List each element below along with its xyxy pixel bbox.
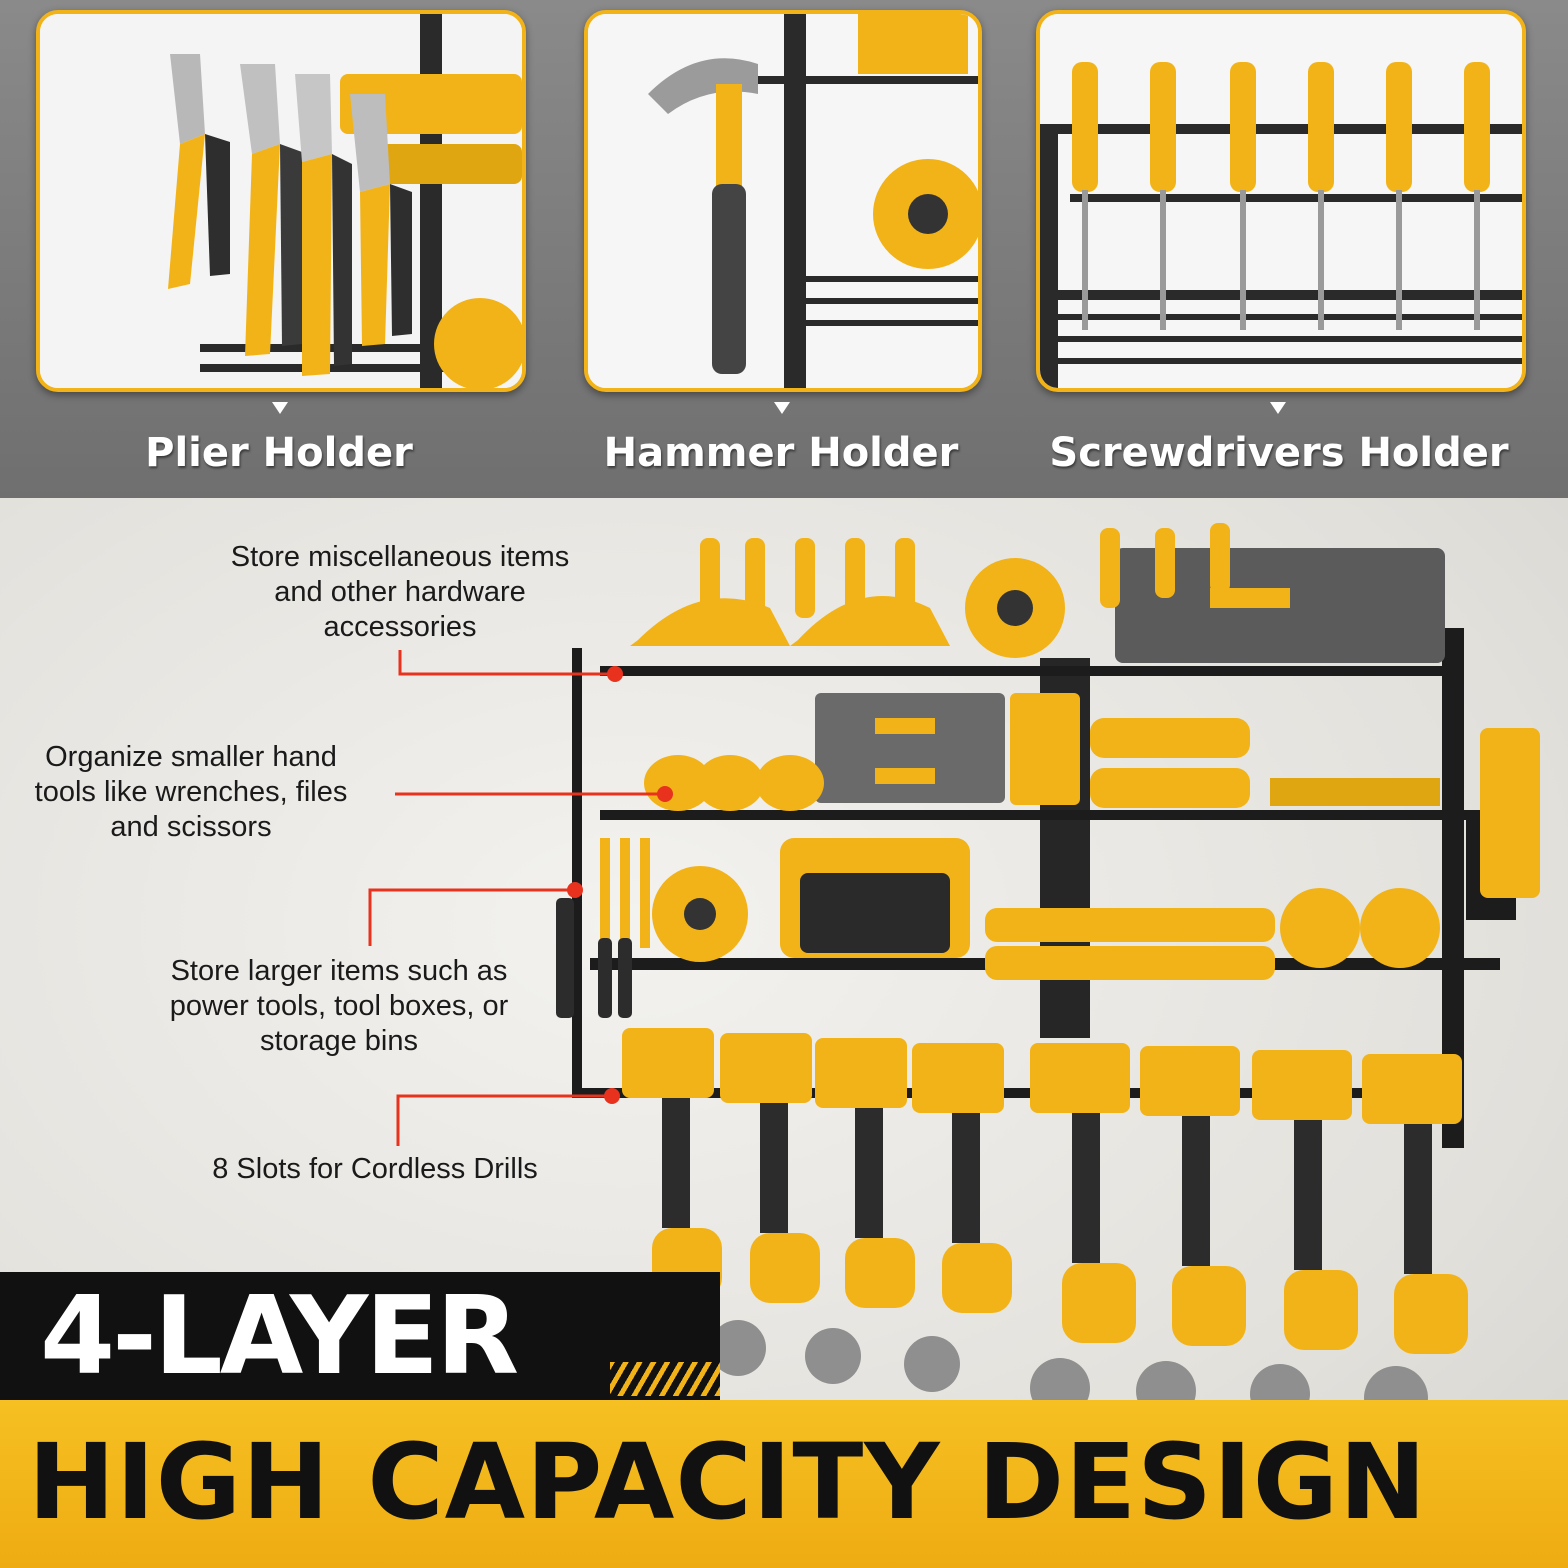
plier-holder-label: Plier Holder [145,430,413,476]
plier-icon [40,14,522,388]
tool-rack-illustration [368,523,1540,1430]
banner-title-high-capacity-design: HIGH CAPACITY DESIGN [28,1421,1428,1543]
hammer-arrow-icon [774,402,790,414]
callout-drill-slots: 8 Slots for Cordless Drills [212,1153,538,1185]
banner-title-4-layer: 4-LAYER [40,1274,519,1399]
screwdrivers-holder-label: Screwdrivers Holder [1049,430,1509,476]
callout-top-shelf: Store miscellaneous items and other hard… [230,541,570,643]
screwdrivers-arrow-icon [1270,402,1286,414]
screwdrivers-holder-panel [1036,10,1526,392]
hammer-holder-panel [584,10,982,392]
callout-third-shelf: Store larger items such as power tools, … [169,955,509,1057]
plier-holder-panel [36,10,526,392]
banner-black-strip [0,1272,720,1400]
main-rack-section: Store miscellaneous items and other hard… [0,498,1568,1568]
banner-yellow-strip [0,1400,1568,1568]
hammer-holder-label: Hammer Holder [603,430,959,476]
hammer-icon [588,14,978,388]
hazard-stripes [610,1362,720,1396]
plier-arrow-icon [272,402,288,414]
drill-slots [622,1028,1468,1430]
screwdriver-icon [1040,14,1522,388]
callout-second-shelf: Organize smaller hand tools like wrenche… [34,741,348,843]
